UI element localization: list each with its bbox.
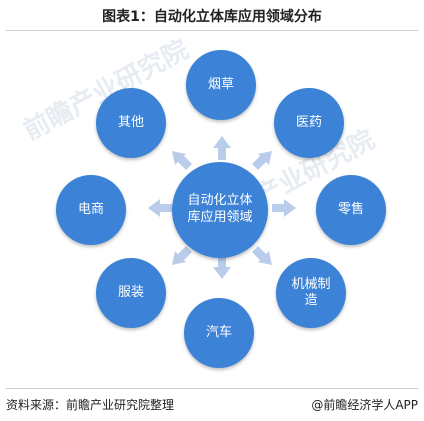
figure-title: 图表1：自动化立体库应用领域分布 (102, 9, 322, 25)
title-divider (6, 30, 418, 31)
arrow-up-right (252, 151, 272, 170)
footer-divider (6, 388, 418, 389)
arrow-down (213, 255, 231, 279)
node-other: 其他 (96, 88, 166, 158)
node-retail: 零售 (316, 175, 386, 245)
arrow-down-right (252, 246, 272, 265)
node-pharmaceutical: 医药 (274, 88, 344, 158)
arrow-layer (148, 136, 296, 279)
application-diagram: 烟草 医药 零售 机械制造 汽车 服装 电商 其他 自动化立体库应用领域 (0, 30, 424, 380)
arrow-up (213, 136, 231, 160)
node-tobacco: 烟草 (186, 50, 256, 120)
arrow-left (148, 199, 172, 217)
center-node: 自动化立体库应用领域 (172, 162, 268, 258)
node-machinery-manufacturing: 机械制造 (276, 258, 346, 328)
node-automotive: 汽车 (184, 298, 254, 368)
arrow-down-left (172, 246, 192, 265)
brand-credit: @前瞻经济学人APP (311, 398, 418, 412)
arrow-up-left (172, 151, 192, 170)
arrow-right (272, 199, 296, 217)
node-ecommerce: 电商 (56, 175, 126, 245)
source-note: 资料来源：前瞻产业研究院整理 (6, 398, 175, 412)
node-apparel: 服装 (96, 258, 166, 328)
